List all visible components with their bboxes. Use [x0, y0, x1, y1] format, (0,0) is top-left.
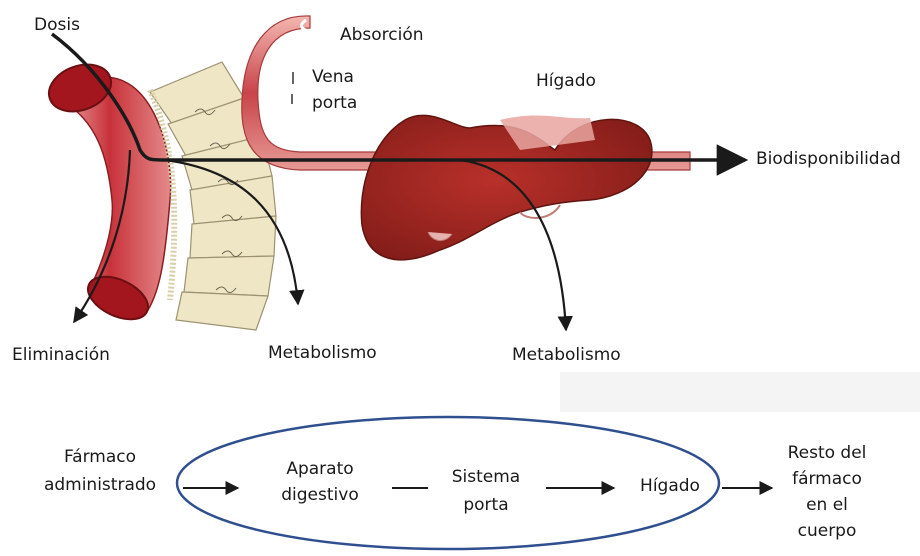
label-dosis: Dosis — [34, 14, 80, 36]
intestine-tube — [42, 56, 174, 327]
flow-node-resto: Resto del fármaco en el cuerpo — [770, 440, 884, 544]
flow-node-sistema: Sistema porta — [428, 466, 544, 516]
flow-node-higado: Hígado — [622, 475, 718, 497]
flow-node-aparato-line2: digestivo — [250, 484, 390, 506]
label-metabolismo-1: Metabolismo — [268, 342, 377, 364]
flow-node-farmaco-line1: Fármaco — [12, 446, 188, 468]
flow-node-resto-line4: cuerpo — [770, 518, 884, 544]
flow-node-aparato: Aparato digestivo — [250, 458, 390, 506]
label-metabolismo-2: Metabolismo — [512, 344, 621, 366]
label-eliminacion: Eliminación — [12, 344, 110, 366]
label-biodisponibilidad: Biodisponibilidad — [756, 148, 901, 170]
flow-node-aparato-line1: Aparato — [250, 458, 390, 480]
flow-node-sistema-line2: porta — [428, 494, 544, 516]
flow-node-resto-line2: fármaco — [770, 466, 884, 492]
flow-node-sistema-line1: Sistema — [428, 466, 544, 488]
label-porta: porta — [312, 92, 357, 114]
label-absorcion: Absorción — [340, 24, 424, 46]
label-vena: Vena — [312, 66, 354, 88]
label-higado-top: Hígado — [536, 70, 596, 92]
flow-node-farmaco-line2: administrado — [12, 474, 188, 496]
portal-vein-markers — [292, 72, 293, 104]
flow-node-resto-line1: Resto del — [770, 440, 884, 466]
flow-node-resto-line3: en el — [770, 492, 884, 518]
flow-node-farmaco: Fármaco administrado — [12, 446, 188, 496]
liver — [361, 115, 652, 259]
